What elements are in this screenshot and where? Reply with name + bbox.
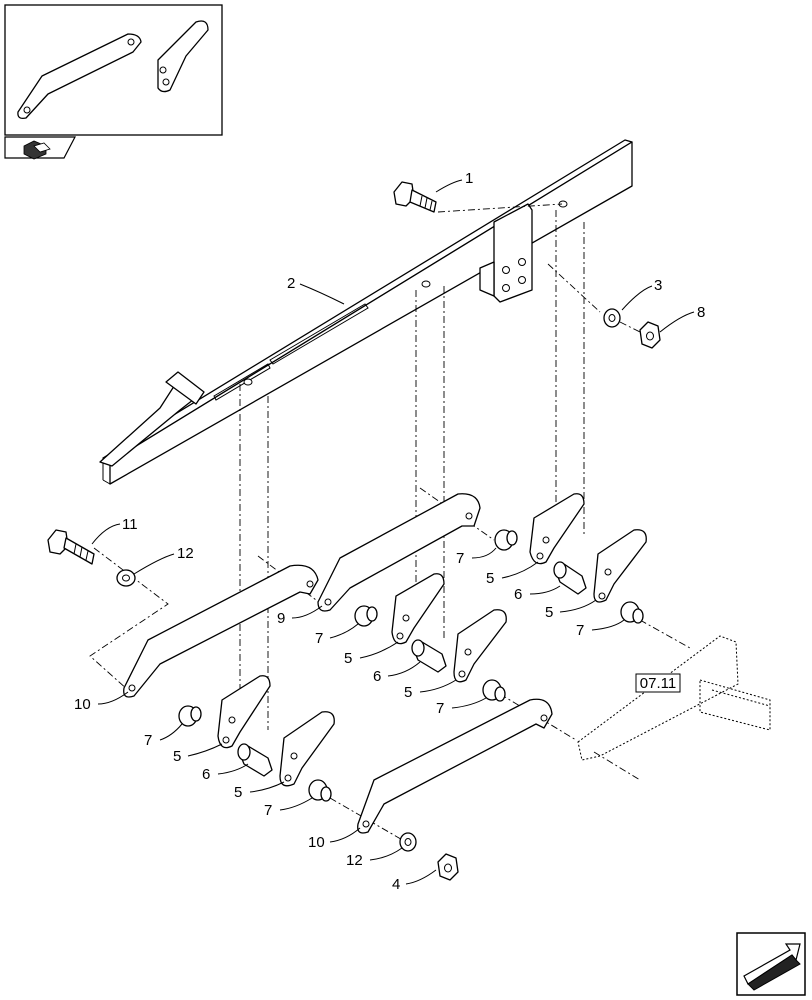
bolt-1 (393, 181, 437, 213)
assembly-nav-icon[interactable] (4, 136, 76, 160)
callout-3[interactable]: 3 (654, 277, 662, 294)
spacer-6-c (237, 743, 273, 777)
nut-8 (639, 321, 661, 349)
plate-5-b1 (391, 573, 445, 645)
spacer-6-a (553, 561, 587, 595)
bolt-11 (47, 529, 95, 565)
bushing-7-b1 (354, 605, 378, 627)
bushing-7-a1 (494, 529, 518, 551)
nut-4 (437, 853, 459, 881)
bushing-7-c2 (308, 779, 332, 802)
plate-5-c2 (279, 711, 335, 787)
callouts: 1 2 3 8 11 12 7 5 6 5 7 9 7 5 6 5 7 10 7… (74, 170, 705, 893)
callout-4[interactable]: 4 (392, 876, 400, 893)
plate-5-a2 (593, 529, 647, 603)
bushing-7-c1 (178, 705, 202, 727)
callout-6-c[interactable]: 6 (202, 766, 210, 783)
callout-5-a1[interactable]: 5 (486, 570, 494, 587)
callout-12-lower[interactable]: 12 (346, 852, 363, 869)
bushing-7-b2 (482, 679, 506, 702)
callout-7-c1[interactable]: 7 (144, 732, 152, 749)
handle-9 (317, 493, 481, 612)
callout-1[interactable]: 1 (465, 170, 473, 187)
inset-thumbnail (4, 4, 223, 136)
callout-7-a2[interactable]: 7 (576, 622, 584, 639)
callout-7-b2[interactable]: 7 (436, 700, 444, 717)
callout-6-b[interactable]: 6 (373, 668, 381, 685)
plate-5-b2 (453, 609, 507, 683)
callout-8[interactable]: 8 (697, 304, 705, 321)
main-beam (99, 139, 633, 485)
handle-10-upper (123, 564, 319, 698)
handle-10-lower (357, 698, 553, 834)
callout-7-b1[interactable]: 7 (315, 630, 323, 647)
callout-7-a1[interactable]: 7 (456, 550, 464, 567)
reference-label[interactable]: 07.11 (640, 675, 676, 692)
callout-5-c2[interactable]: 5 (234, 784, 242, 801)
washer-12-upper (116, 569, 136, 587)
bushing-7-a2 (620, 601, 644, 624)
callout-2[interactable]: 2 (287, 275, 295, 292)
callout-5-c1[interactable]: 5 (173, 748, 181, 765)
reference-frame-ghost: 07.11 (577, 635, 771, 761)
leader-lines (91, 179, 695, 885)
spacer-6-b (411, 639, 447, 673)
callout-11[interactable]: 11 (122, 516, 138, 533)
washer-3 (603, 308, 621, 328)
washer-12-lower (399, 832, 417, 852)
alignment-lines (89, 203, 691, 843)
callout-5-b1[interactable]: 5 (344, 650, 352, 667)
callout-6-a[interactable]: 6 (514, 586, 522, 603)
callout-7-c2[interactable]: 7 (264, 802, 272, 819)
callout-5-b2[interactable]: 5 (404, 684, 412, 701)
plate-5-c1 (217, 675, 271, 749)
plate-5-a1 (529, 493, 585, 565)
callout-5-a2[interactable]: 5 (545, 604, 553, 621)
callout-9[interactable]: 9 (277, 610, 285, 627)
callout-10-upper[interactable]: 10 (74, 696, 91, 713)
callout-12-upper[interactable]: 12 (177, 545, 194, 562)
next-page-arrow-icon[interactable] (736, 932, 806, 996)
callout-10-lower[interactable]: 10 (308, 834, 325, 851)
